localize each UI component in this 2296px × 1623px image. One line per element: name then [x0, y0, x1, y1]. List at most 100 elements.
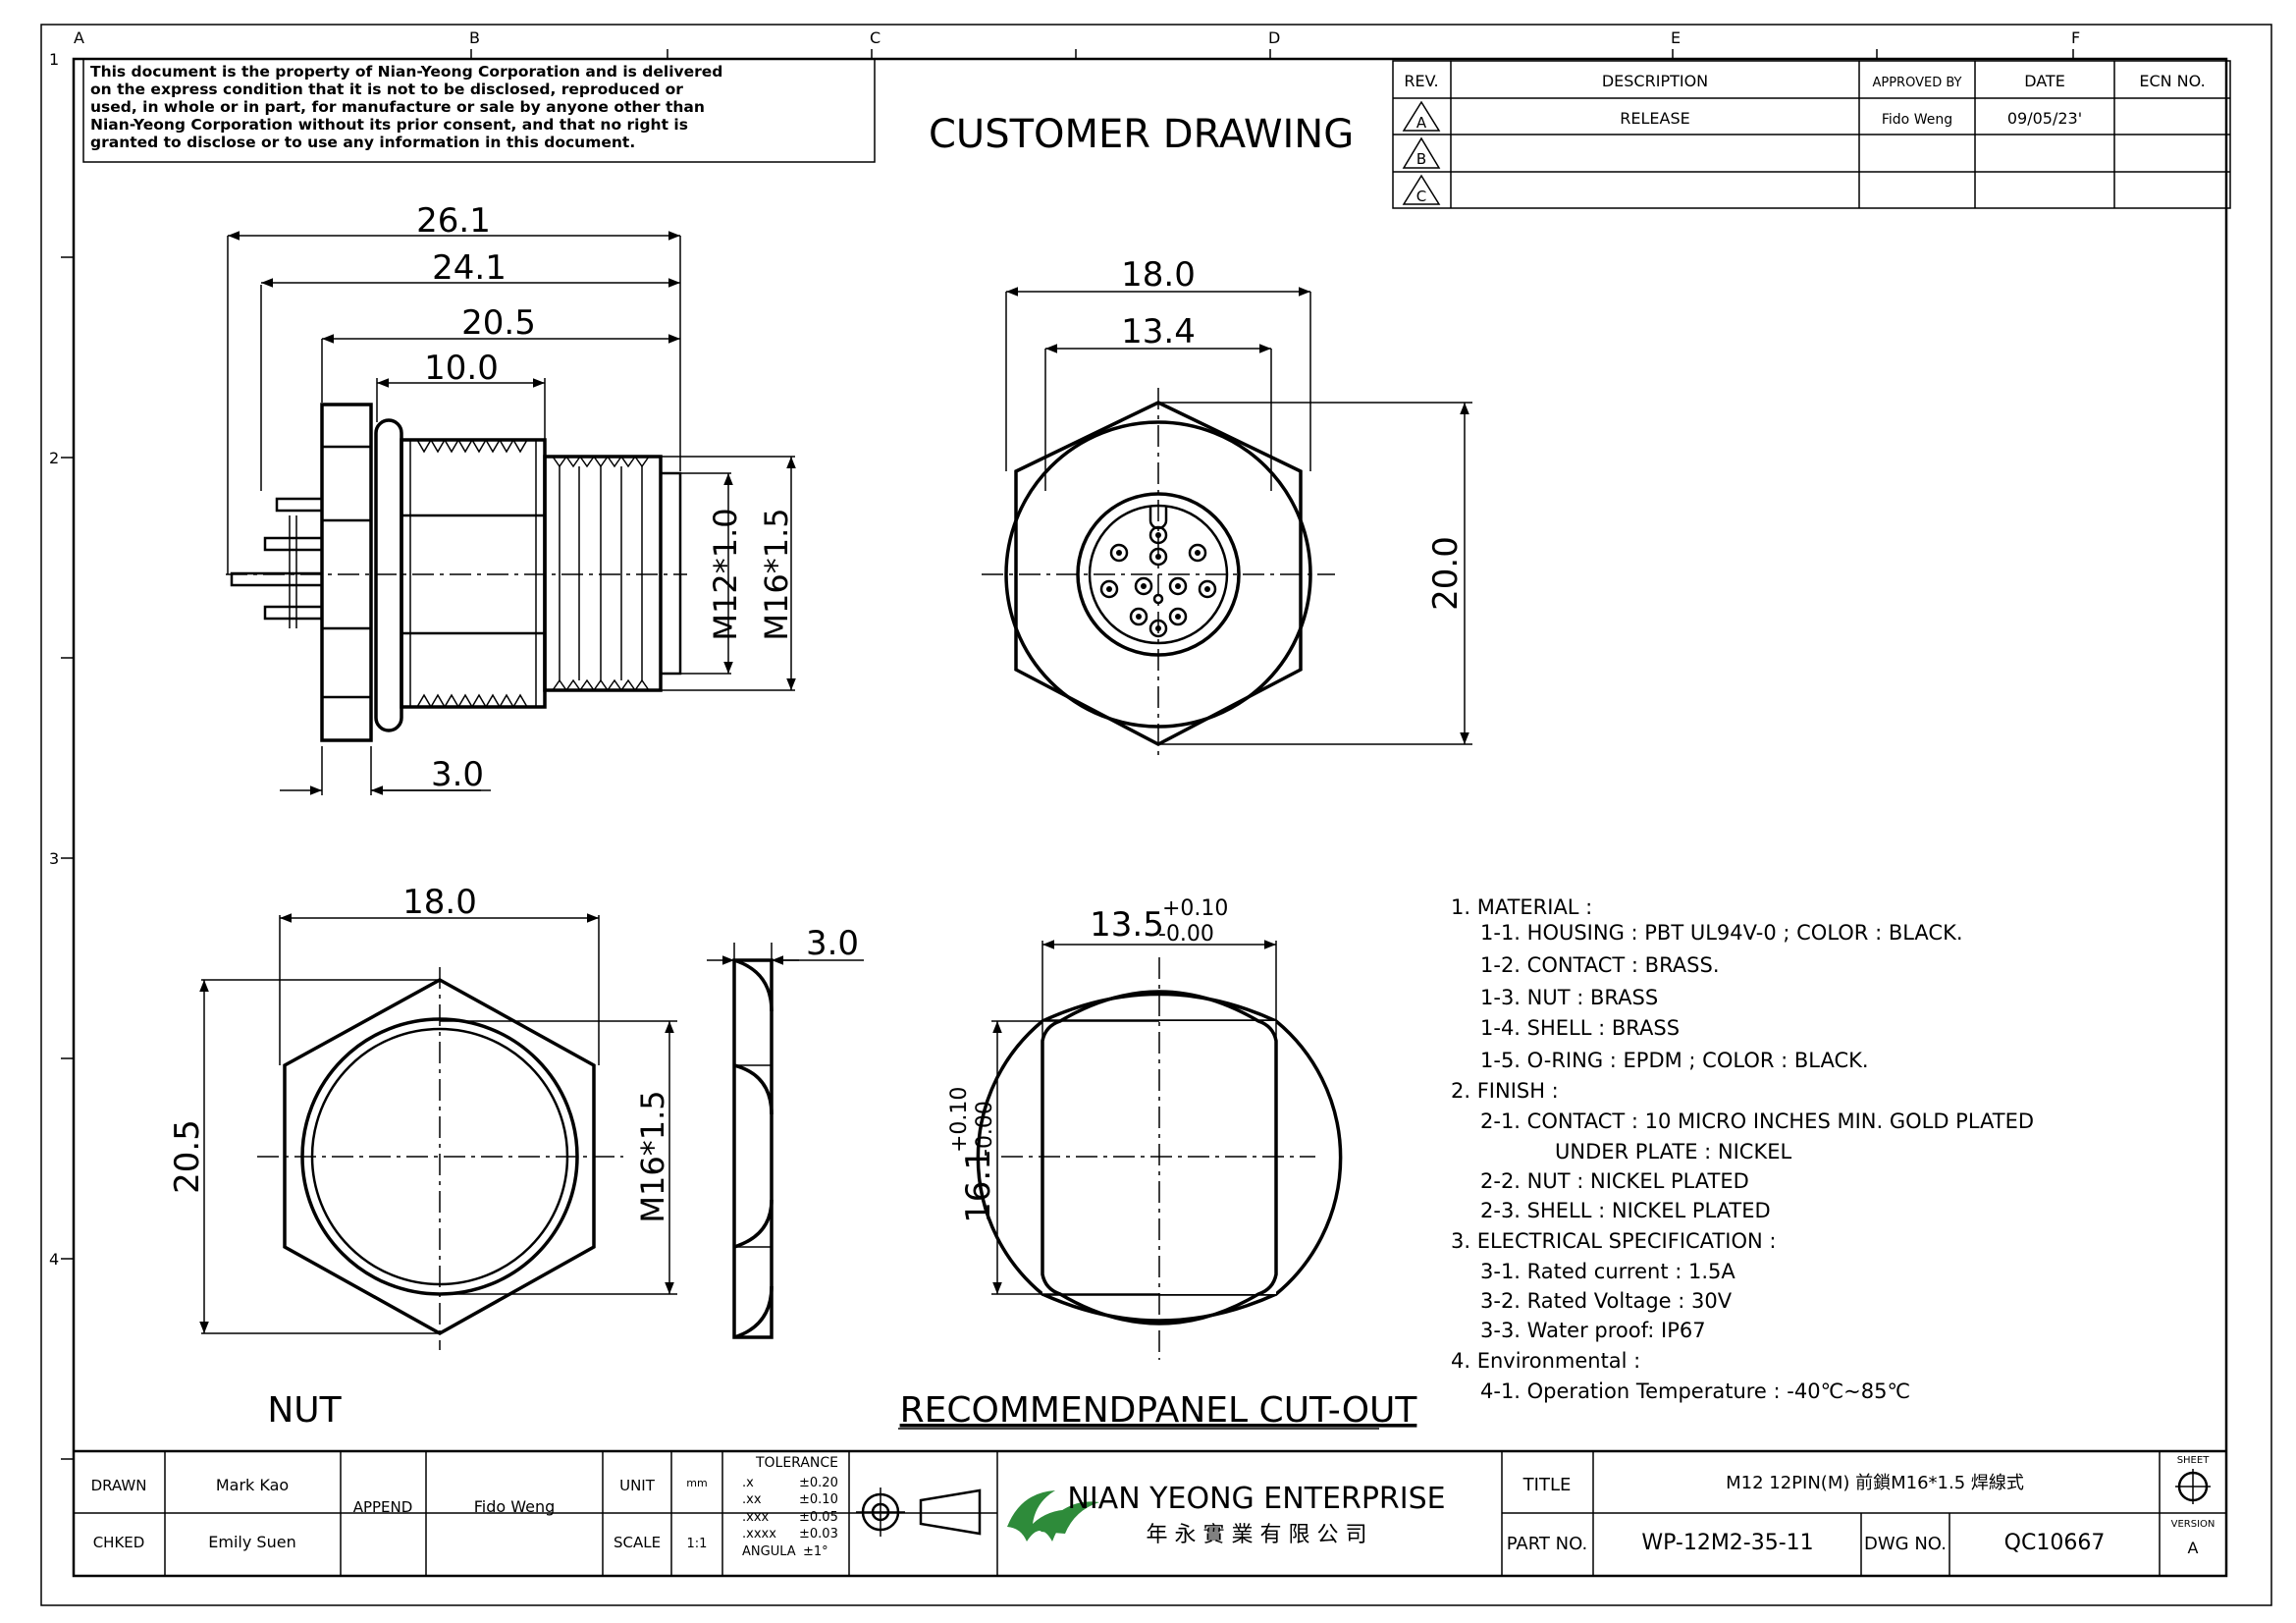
notice-line: used, in whole or in part, for manufactu…: [90, 98, 705, 116]
note-line: 1-2. CONTACT : BRASS.: [1480, 953, 1720, 977]
col-letter: B: [469, 28, 480, 47]
dim-front-inner: 13.4: [1121, 312, 1196, 352]
svg-text:B: B: [1416, 150, 1426, 168]
company-name-en: NIAN YEONG ENTERPRISE: [1067, 1482, 1445, 1516]
tolerance-key: .xx: [742, 1492, 762, 1507]
date-header: DATE: [2024, 72, 2065, 90]
note-line: 2. FINISH :: [1451, 1079, 1559, 1103]
dim-front-height: 20.0: [1426, 536, 1466, 611]
note-line: 2-2. NUT : NICKEL PLATED: [1480, 1169, 1749, 1193]
col-letter: E: [1671, 28, 1681, 47]
rev-triangle-b: B: [1402, 136, 1441, 169]
approved-header: APPROVED BY: [1872, 76, 1961, 90]
tolerance-value: ±0.10: [799, 1492, 838, 1507]
description-header: DESCRIPTION: [1602, 72, 1708, 90]
dwg-number: QC10667: [2004, 1531, 2106, 1555]
company-logo-icon: [1007, 1490, 1099, 1542]
tolerance-key: .xxx: [742, 1510, 770, 1525]
row-number: 1: [49, 50, 59, 69]
notice-text: This document is the property of Nian-Ye…: [90, 63, 722, 151]
rev-triangle-a: A: [1402, 100, 1441, 132]
dim-overall-length: 26.1: [416, 201, 491, 241]
company-name-zh: 年 永 實 業 有 限 公 司: [1147, 1523, 1367, 1547]
tolerance-value: ±1°: [803, 1544, 828, 1559]
notice-line: granted to disclose or to use any inform…: [90, 134, 635, 151]
part-label: PART NO.: [1507, 1534, 1588, 1554]
contact-pins: [1099, 525, 1217, 638]
label-m16-thread: M16*1.5: [758, 508, 795, 640]
border-markers: A B C D E F 1 2 3 4: [49, 28, 2080, 1460]
drawn-label: DRAWN: [91, 1477, 147, 1494]
scale-value: 1:1: [687, 1537, 708, 1551]
dim-nut-to-end: 10.0: [424, 349, 499, 388]
checked-label: CHKED: [93, 1534, 145, 1551]
dim-thread-length: 20.5: [461, 303, 536, 343]
dim-nut-height: 20.5: [168, 1119, 207, 1194]
note-line: 3-3. Water proof: IP67: [1480, 1319, 1706, 1342]
dim-cutout-height-tol-minus: -0.00: [973, 1101, 997, 1157]
tolerance-value: ±0.20: [799, 1476, 838, 1490]
projection-symbol-icon: [856, 1488, 982, 1537]
tolerance-table: TOLERANCE .x ±0.20 .xx ±0.10 .xxx ±0.05 …: [742, 1455, 838, 1559]
dim-cutout-width-tol-plus: +0.10: [1162, 896, 1228, 921]
note-line: 1-4. SHELL : BRASS: [1480, 1016, 1680, 1040]
rev-description: RELEASE: [1620, 109, 1689, 128]
dim-nut-width: 18.0: [402, 883, 477, 922]
svg-text:C: C: [1416, 188, 1426, 205]
note-line: UNDER PLATE : NICKEL: [1555, 1140, 1791, 1163]
tolerance-title: TOLERANCE: [755, 1455, 838, 1471]
version-value: A: [2188, 1539, 2199, 1557]
notice-box: [82, 58, 876, 163]
note-line: 4-1. Operation Temperature : -40℃~85℃: [1480, 1380, 1910, 1403]
unit-label: UNIT: [619, 1477, 656, 1494]
dim-nut-thickness: 3.0: [806, 924, 859, 963]
tolerance-key: .xxxx: [742, 1527, 776, 1542]
title-label: TITLE: [1522, 1475, 1572, 1495]
dim-front-width: 18.0: [1121, 255, 1196, 295]
notice-line: This document is the property of Nian-Ye…: [90, 63, 722, 81]
dim-cutout-width-tol-minus: -0.00: [1158, 922, 1214, 947]
front-view: 18.0 13.4 20.0: [982, 255, 1472, 761]
nut-caption: NUT: [267, 1390, 342, 1431]
col-letter: F: [2071, 28, 2080, 47]
drawing-title: CUSTOMER DRAWING: [929, 112, 1354, 157]
note-line: 3-1. Rated current : 1.5A: [1480, 1260, 1735, 1283]
rev-date: 09/05/23': [2007, 109, 2082, 128]
append-label: APPEND: [353, 1498, 413, 1516]
side-view: 26.1 24.1 20.5 10.0 3.0 M12*1.0 M16*1.5: [226, 201, 796, 795]
part-number: WP-12M2-35-11: [1641, 1531, 1813, 1555]
col-letter: D: [1268, 28, 1280, 47]
tolerance-key: .x: [742, 1476, 754, 1490]
dim-cutout-height: 16.1: [959, 1149, 998, 1223]
note-line: 1-1. HOUSING : PBT UL94V-0 ; COLOR : BLA…: [1480, 921, 1963, 945]
nut-view: 18.0 20.5 M16*1.5 NUT 3.0: [168, 883, 864, 1431]
note-line: 1-5. O-RING : EPDM ; COLOR : BLACK.: [1480, 1049, 1869, 1072]
col-letter: A: [74, 28, 84, 47]
cutout-caption: RECOMMENDPANEL CUT-OUT: [900, 1390, 1418, 1431]
tolerance-key: ANGULA: [742, 1544, 796, 1559]
unit-value: mm: [686, 1477, 707, 1489]
notice-line: on the express condition that it is not …: [90, 81, 683, 98]
row-number: 4: [49, 1250, 59, 1269]
ecn-header: ECN NO.: [2139, 72, 2205, 90]
title-value: M12 12PIN(M) 前鎖M16*1.5 焊線式: [1726, 1473, 2024, 1493]
col-letter: C: [870, 28, 881, 47]
dwg-label: DWG NO.: [1864, 1534, 1947, 1554]
row-number: 3: [49, 849, 59, 868]
cutout-view: 13.5 +0.10 -0.00 16.1 +0.10 -0.00 RECOMM…: [898, 896, 1417, 1431]
rev-header: REV.: [1404, 72, 1438, 90]
label-m12-thread: M12*1.0: [707, 508, 744, 640]
tolerance-value: ±0.03: [799, 1527, 838, 1542]
inner-frame: [72, 57, 2228, 1578]
checked-name: Emily Suen: [208, 1533, 295, 1551]
dim-cutout-width: 13.5: [1090, 905, 1164, 945]
rev-triangle-c: C: [1402, 174, 1441, 205]
revision-table: REV. DESCRIPTION APPROVED BY DATE ECN NO…: [1392, 60, 2231, 209]
scale-label: SCALE: [614, 1534, 661, 1551]
title-block: DRAWN Mark Kao CHKED Emily Suen APPEND F…: [74, 1449, 2226, 1576]
dim-body-length: 24.1: [432, 248, 507, 288]
rev-approver: Fido Weng: [1882, 112, 1952, 128]
spec-notes: 1. MATERIAL : 1-1. HOUSING : PBT UL94V-0…: [1451, 895, 2034, 1403]
row-number: 2: [49, 449, 59, 467]
